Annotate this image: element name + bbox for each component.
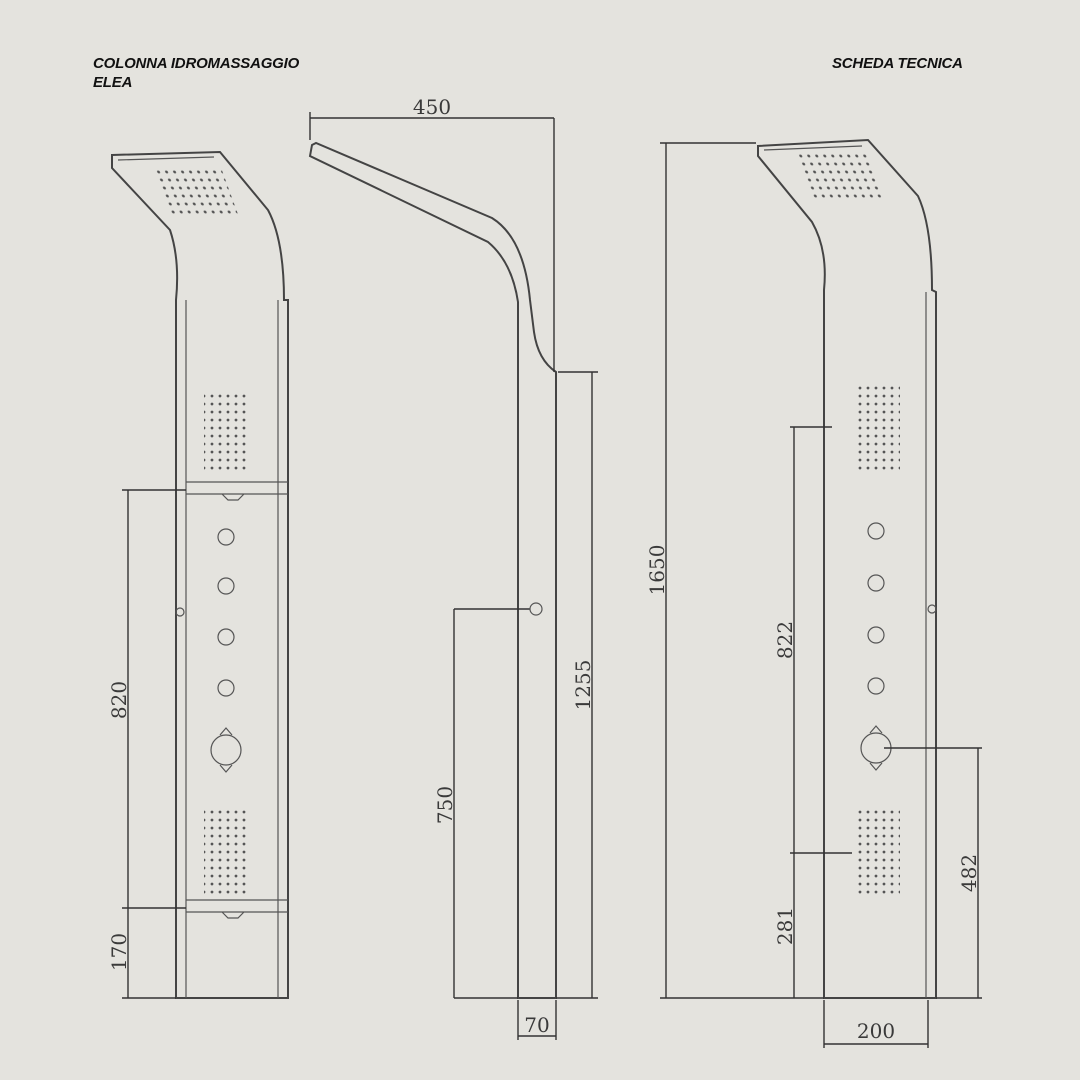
detail-jet-2 bbox=[867, 574, 885, 592]
dim-450: 450 bbox=[413, 95, 451, 119]
side-view: 450 750 1255 70 bbox=[308, 95, 598, 1040]
front-mixer-knob bbox=[210, 734, 242, 766]
dim-170: 170 bbox=[107, 933, 131, 971]
dim-200: 200 bbox=[857, 1019, 895, 1043]
dim-281: 281 bbox=[773, 907, 797, 945]
dim-750: 750 bbox=[433, 786, 457, 824]
front-view: 820 170 bbox=[107, 150, 289, 999]
detail-lower-jets bbox=[854, 808, 900, 898]
detail-side-outlet bbox=[927, 604, 937, 614]
dim-482: 482 bbox=[957, 854, 981, 892]
front-upper-jets bbox=[204, 390, 250, 474]
detail-jet-1 bbox=[867, 522, 885, 540]
front-head-nozzles bbox=[151, 168, 238, 214]
detail-head-nozzles bbox=[794, 150, 885, 200]
detail-upper-jets bbox=[854, 382, 900, 470]
front-lower-jets bbox=[204, 808, 250, 894]
front-jet-3 bbox=[217, 628, 235, 646]
detail-jet-3 bbox=[867, 626, 885, 644]
sheet-label: SCHEDA TECNICA bbox=[832, 55, 963, 72]
front-jet-1 bbox=[217, 528, 235, 546]
dim-822: 822 bbox=[773, 621, 797, 659]
dim-1650: 1650 bbox=[645, 545, 669, 596]
detail-view: 1650 822 281 482 200 bbox=[645, 138, 982, 1048]
front-side-outlet bbox=[175, 607, 185, 617]
front-jet-4 bbox=[217, 679, 235, 697]
product-category: COLONNA IDROMASSAGGIO bbox=[93, 55, 300, 72]
dim-820: 820 bbox=[107, 681, 131, 719]
front-jet-2 bbox=[217, 577, 235, 595]
title-block: COLONNA IDROMASSAGGIO ELEA bbox=[93, 54, 299, 92]
product-name: ELEA bbox=[93, 74, 133, 91]
dim-70: 70 bbox=[524, 1013, 549, 1037]
detail-jet-4 bbox=[867, 677, 885, 695]
dim-1255: 1255 bbox=[571, 660, 595, 711]
side-outlet bbox=[529, 602, 543, 616]
